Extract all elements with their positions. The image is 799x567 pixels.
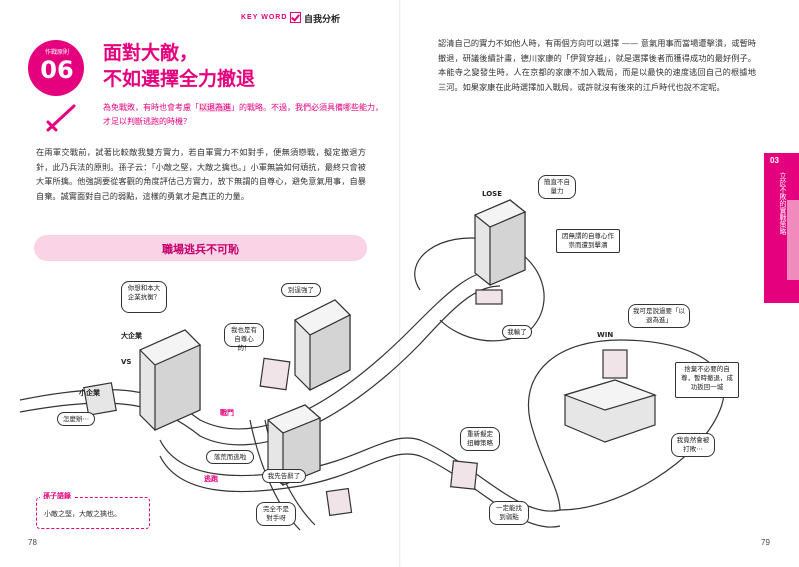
- bubble-leave-first: 我先告辭了: [262, 469, 306, 483]
- label-big-company: 大企業: [121, 332, 142, 340]
- lose-big-block: [473, 199, 527, 305]
- small-company-block: [83, 382, 117, 416]
- win-big-block: [563, 349, 657, 443]
- right-body-text: 認清自己的實力不如他人時，有兩個方向可以選擇 —— 意氣用事而當場遭擊潰，或暫時…: [438, 38, 756, 92]
- left-body-text: 在兩軍交戰前，試著比較敵我雙方實力，若自軍實力不如對手，便無須戀戰，擬定撤退方針…: [36, 147, 366, 201]
- rule-number: 06: [40, 56, 74, 84]
- quote-body: 小敵之堅，大敵之擒也。: [44, 510, 121, 518]
- bubble-i-lost: 我輸了: [502, 325, 532, 339]
- page-title: 面對大敵， 不如選擇全力撤退: [103, 40, 255, 92]
- label-flee: 逃跑: [204, 475, 218, 483]
- diagram-title-bar: [34, 235, 367, 261]
- fleeing-block: [325, 487, 353, 517]
- bubble-defeated: 我竟然會被打敗⋯: [671, 433, 715, 457]
- bubble-no-match: 完全不是對手呀: [256, 502, 296, 526]
- page-subtitle: 為免戰敗，有時也會考慮「以退為進」的戰略。不過，我們必須具備哪些能力，才足以判斷…: [103, 101, 383, 129]
- bubble-challenge: 你想和本大企業抗衡？: [121, 281, 167, 313]
- diagram-title: 職場逃兵不可恥: [162, 243, 239, 256]
- page-number-left: 78: [28, 538, 37, 547]
- title-line-1: 面對大敵，: [103, 42, 199, 64]
- big-company-block-2: [293, 299, 352, 391]
- subtitle-highlight: 以退為進: [199, 103, 231, 112]
- chapter-label: 立於不敗的實戰策略: [779, 172, 787, 235]
- bubble-win-explanation: 捨棄不必要的自尊，暫時撤退，成功扳回一城: [675, 362, 739, 398]
- title-line-2: 不如選擇全力撤退: [103, 68, 256, 90]
- quote-heading: 孫子語錄: [40, 491, 74, 501]
- chapter-tab-stripe: [787, 200, 799, 280]
- label-lose: LOSE: [482, 190, 502, 198]
- section-label: 自我分析: [304, 15, 341, 25]
- small-block-center: [259, 357, 291, 391]
- keyword-label: KEY WORD: [241, 14, 288, 21]
- label-small-company: 小企業: [79, 389, 100, 397]
- subtitle-pre: 為免戰敗，有時也會考慮「: [103, 103, 199, 112]
- label-win: WIN: [597, 331, 614, 339]
- subtitle-post: 」的戰略。不過，我們必須具備哪些能力，才足以判斷逃跑的時機？: [103, 103, 383, 126]
- bubble-overreach: 簡直不自量力: [538, 175, 576, 199]
- bubble-crushed: 因無謂的自尊心作祟而遭到擊潰: [556, 229, 620, 253]
- bubble-rethink: 重新擬定扭轉策略: [460, 427, 500, 451]
- rule-number-badge: [28, 40, 84, 96]
- chapter-number: 03: [770, 156, 779, 165]
- checkbox-icon: [290, 12, 301, 23]
- label-fight: 戰鬥: [220, 409, 234, 417]
- bubble-pride: 我也是有自尊心的！: [224, 323, 264, 352]
- quote-box: [36, 497, 150, 529]
- bubble-dont-push: 別逞強了: [281, 283, 321, 297]
- label-vs: VS: [121, 358, 132, 366]
- page-gutter: [399, 0, 401, 567]
- bubble-flee: 落荒而逃啦: [206, 450, 254, 464]
- sword-icon: [46, 104, 76, 132]
- bubble-find-weakness: 一定能找到弱點: [489, 501, 529, 525]
- page-number-right: 79: [761, 538, 770, 547]
- big-company-block: [138, 329, 202, 431]
- bubble-what-to-do: 怎麼辦⋯: [57, 412, 95, 426]
- big-company-block-3: [266, 404, 322, 486]
- rethink-block: [450, 460, 478, 490]
- bubble-retreat-to-advance: 我可是說過要「以退為進」: [628, 304, 690, 328]
- badge-tag: 作戰原則: [44, 49, 69, 56]
